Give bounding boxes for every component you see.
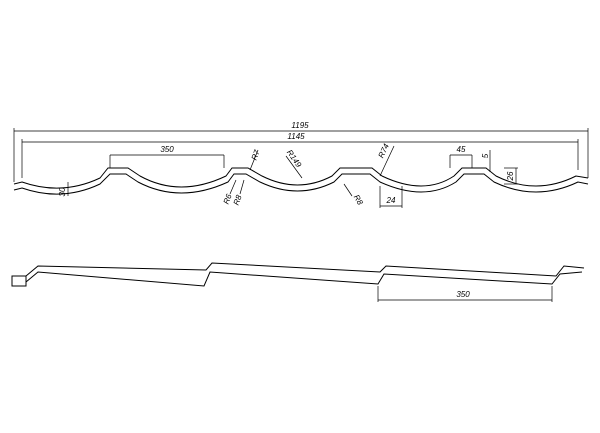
edge-height-dimension: 30 xyxy=(58,182,69,196)
radius-r8-left-label: R8 xyxy=(232,193,244,206)
bottom-step-label: 24 xyxy=(386,196,396,205)
step-width-dimension: 45 xyxy=(449,145,473,168)
wave-pitch-label: 350 xyxy=(160,145,174,154)
bottom-step-dimension: 24 xyxy=(379,186,403,208)
step-height-dimension: 5 xyxy=(481,150,491,172)
side-profile-lower-line xyxy=(25,271,583,287)
overall-width-label: 1195 xyxy=(291,121,309,130)
radius-r8-right-label: R8 xyxy=(352,193,365,207)
profile-outer-line xyxy=(13,167,589,189)
radius-r8-right-callout: R8 xyxy=(343,183,365,207)
radius-r6-callout: R6 xyxy=(222,179,237,205)
profile-inner-line xyxy=(13,173,589,195)
end-cap xyxy=(11,275,27,287)
cross-section-view: 1195 1145 350 30 R7 xyxy=(13,121,589,208)
side-profile-view: 350 xyxy=(11,262,585,302)
side-profile-upper-line xyxy=(25,262,585,277)
radius-r74-callout: R74 xyxy=(377,142,395,177)
overall-width-dimension: 1195 xyxy=(13,121,589,182)
profile-height-dimension: 26 xyxy=(504,167,518,185)
step-pitch-dimension: 350 xyxy=(377,286,553,302)
step-height-label: 5 xyxy=(481,153,490,158)
radius-r6-label: R6 xyxy=(222,192,234,205)
profile-height-label: 26 xyxy=(506,171,515,181)
edge-height-label: 30 xyxy=(58,187,67,196)
radius-r7-callout: R7 xyxy=(250,148,262,171)
radius-r8-left-callout: R8 xyxy=(232,179,245,206)
radius-r149-callout: R149 xyxy=(285,148,304,179)
effective-width-label: 1145 xyxy=(287,132,305,141)
step-width-label: 45 xyxy=(457,145,466,154)
radius-r7-label: R7 xyxy=(250,148,262,161)
effective-width-dimension: 1145 xyxy=(21,132,579,178)
step-pitch-label: 350 xyxy=(456,290,470,299)
wave-pitch-dimension: 350 xyxy=(109,145,225,168)
